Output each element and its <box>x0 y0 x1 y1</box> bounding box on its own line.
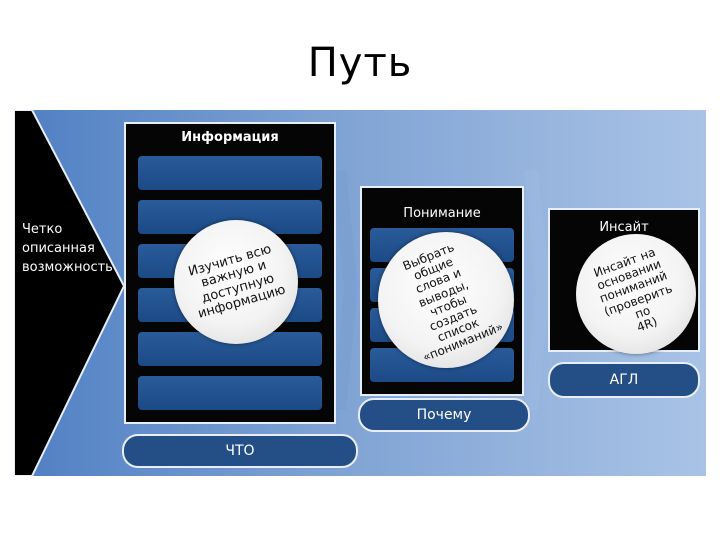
arrow-understanding-to-insight <box>524 170 550 410</box>
arrow-info-to-understanding <box>332 170 358 410</box>
information-bar <box>138 156 322 190</box>
understanding-circle: Выбрать общие слова и выводы, чтобы созд… <box>378 232 514 368</box>
understanding-header: Понимание <box>403 206 481 221</box>
possibility-arrow <box>14 110 126 476</box>
information-header: Информация <box>181 130 279 145</box>
insight-circle: Инсайт на основании пониманий (проверить… <box>576 234 696 354</box>
path-diagram: Четко описанная возможность Информация Ч… <box>14 110 706 476</box>
what-pill: ЧТО <box>122 434 358 468</box>
information-circle: Изучить всю важную и доступную информаци… <box>174 220 298 344</box>
understanding-circle-text: Выбрать общие слова и выводы, чтобы созд… <box>400 240 506 365</box>
insight-circle-text: Инсайт на основании пониманий (проверить… <box>591 244 675 335</box>
why-pill: Почему <box>358 398 530 432</box>
information-bar <box>138 376 322 410</box>
information-circle-text: Изучить всю важную и доступную информаци… <box>186 241 288 322</box>
insight-header: Инсайт <box>599 220 649 235</box>
slide-title: Путь <box>307 40 413 86</box>
agl-pill: АГЛ <box>548 362 700 398</box>
possibility-label: Четко описанная возможность <box>22 222 113 275</box>
